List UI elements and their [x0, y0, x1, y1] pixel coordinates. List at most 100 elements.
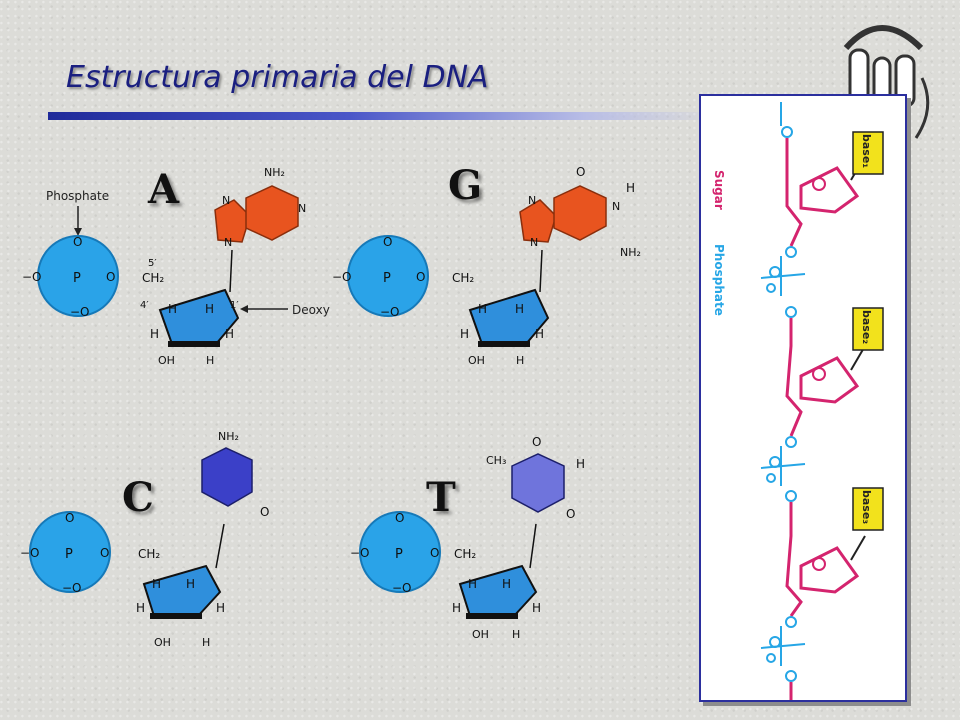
svg-text:−O: −O	[392, 581, 412, 595]
phosphate-label: Phosphate	[46, 189, 109, 203]
base-letter-t: T	[426, 474, 456, 521]
deoxyribose-ring	[468, 288, 550, 345]
svg-text:base₂: base₂	[860, 310, 873, 344]
svg-text:H: H	[216, 601, 225, 615]
svg-text:P: P	[73, 271, 81, 286]
svg-text:O: O	[65, 511, 74, 525]
svg-text:P: P	[383, 271, 391, 286]
svg-text:N: N	[612, 200, 620, 213]
svg-text:H: H	[515, 302, 524, 316]
phosphate-group	[37, 235, 119, 317]
svg-text:O: O	[532, 435, 541, 449]
svg-text:CH₂: CH₂	[452, 271, 474, 285]
thymine-ring	[511, 453, 565, 513]
deoxy-label: Deoxy	[292, 303, 330, 317]
base-letter-a: A	[148, 166, 180, 213]
svg-text:H: H	[202, 636, 210, 649]
svg-text:H: H	[502, 577, 511, 591]
svg-text:−O: −O	[332, 270, 352, 284]
svg-text:NH₂: NH₂	[264, 166, 285, 179]
svg-text:−O: −O	[380, 305, 400, 319]
deoxyribose-ring	[458, 564, 538, 617]
svg-text:H: H	[468, 577, 477, 591]
svg-text:NH₂: NH₂	[620, 246, 641, 259]
svg-text:H: H	[150, 327, 159, 341]
svg-text:O: O	[395, 511, 404, 525]
svg-text:O: O	[566, 507, 575, 521]
svg-text:O: O	[106, 270, 115, 284]
svg-text:base₃: base₃	[860, 490, 873, 524]
svg-text:−O: −O	[20, 546, 40, 560]
base-letter-g: G	[448, 162, 483, 209]
svg-text:H: H	[478, 302, 487, 316]
cytosine-ring	[201, 447, 253, 507]
svg-text:O: O	[576, 165, 585, 179]
svg-text:N: N	[224, 236, 232, 249]
slide-title: Estructura primaria del DNA	[66, 60, 489, 95]
svg-text:H: H	[186, 577, 195, 591]
svg-text:−O: −O	[22, 270, 42, 284]
base-box-1	[852, 131, 884, 175]
svg-text:CH₂: CH₂	[142, 271, 164, 285]
svg-text:−O: −O	[350, 546, 370, 560]
svg-text:H: H	[225, 327, 234, 341]
nucleotide-c: P O −O −O O CH₂ H H H H OH H NH₂ O	[20, 420, 310, 660]
svg-text:O: O	[416, 270, 425, 284]
svg-text:N: N	[530, 236, 538, 249]
guanine-five-ring	[519, 199, 557, 243]
phosphate-group	[359, 511, 441, 593]
adenine-five-ring	[214, 199, 251, 243]
svg-text:−O: −O	[62, 581, 82, 595]
title-underline	[48, 112, 718, 120]
svg-text:O: O	[100, 546, 109, 560]
svg-text:O: O	[260, 505, 269, 519]
base-box-2	[852, 307, 884, 351]
deoxyribose-ring	[142, 564, 222, 617]
phosphate-label: Phosphate	[712, 244, 726, 316]
svg-text:OH: OH	[158, 354, 175, 367]
svg-text:CH₂: CH₂	[454, 547, 476, 561]
svg-text:N: N	[222, 194, 230, 207]
base-box-3	[852, 487, 884, 531]
svg-text:H: H	[576, 457, 585, 471]
svg-text:H: H	[460, 327, 469, 341]
svg-text:H: H	[532, 601, 541, 615]
phosphate-group	[29, 511, 111, 593]
svg-text:base₁: base₁	[860, 134, 873, 168]
svg-text:H: H	[626, 181, 635, 195]
nucleotide-g: P O −O −O O CH₂ H H H H OH H O H N NH₂ N…	[330, 150, 660, 380]
dna-backbone-panel: Sugar Phosphate base₁ base₂ base₃	[699, 94, 907, 702]
base-letter-c: C	[122, 474, 154, 521]
svg-text:H: H	[168, 302, 177, 316]
phosphate-group	[347, 235, 429, 317]
svg-text:H: H	[452, 601, 461, 615]
svg-text:H: H	[205, 302, 214, 316]
svg-text:CH₂: CH₂	[138, 547, 160, 561]
sugar-label: Sugar	[712, 170, 726, 210]
svg-text:4′: 4′	[140, 300, 149, 311]
svg-text:O: O	[73, 235, 82, 249]
svg-text:H: H	[152, 577, 161, 591]
svg-text:CH₃: CH₃	[486, 454, 506, 467]
svg-text:OH: OH	[472, 628, 489, 641]
svg-text:P: P	[65, 547, 73, 562]
svg-text:O: O	[383, 235, 392, 249]
svg-text:O: O	[430, 546, 439, 560]
svg-text:N: N	[298, 202, 306, 215]
guanine-six-ring	[553, 185, 607, 241]
svg-text:H: H	[136, 601, 145, 615]
nucleotide-t: P O −O −O O CH₂ H H H H OH H O CH₃ H O	[350, 420, 650, 660]
adenine-six-ring	[245, 185, 299, 241]
svg-text:OH: OH	[154, 636, 171, 649]
svg-text:N: N	[528, 194, 536, 207]
svg-text:H: H	[535, 327, 544, 341]
svg-text:H: H	[516, 354, 524, 367]
svg-text:P: P	[395, 547, 403, 562]
svg-text:OH: OH	[468, 354, 485, 367]
svg-text:H: H	[206, 354, 214, 367]
svg-text:1′: 1′	[230, 300, 239, 311]
svg-text:−O: −O	[70, 305, 90, 319]
svg-text:5′: 5′	[148, 258, 157, 269]
svg-text:NH₂: NH₂	[218, 430, 239, 443]
deoxyribose-ring	[158, 288, 240, 345]
